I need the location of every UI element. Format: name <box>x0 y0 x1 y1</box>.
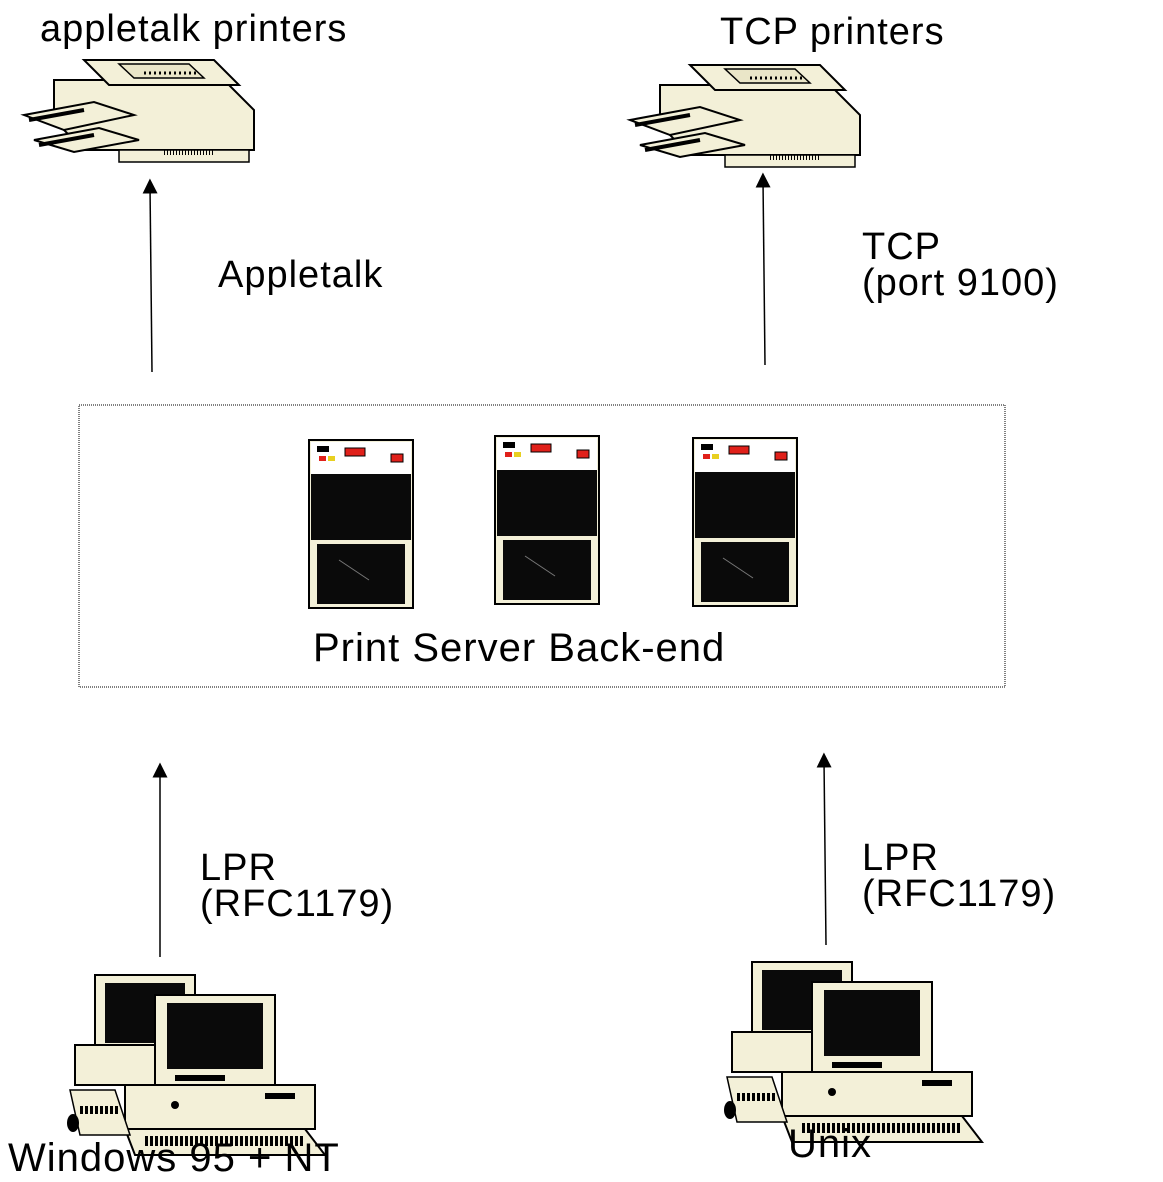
server-tower-icon <box>692 437 798 607</box>
unix-workstation-icon <box>724 962 982 1142</box>
arrow-tcp <box>755 172 771 366</box>
label-tcp-line1: TCP <box>862 226 941 268</box>
appletalk-printer-icon <box>24 60 254 162</box>
label-unix: Unix <box>788 1122 873 1166</box>
server-tower-icon <box>494 435 600 605</box>
arrow-lpr-unix <box>816 752 832 946</box>
label-appletalk-protocol: Appletalk <box>218 254 384 296</box>
tcp-printer-icon <box>630 65 860 167</box>
windows-workstation-icon <box>67 975 325 1155</box>
label-print-server: Print Server Back-end <box>313 626 726 670</box>
label-tcp-protocol: TCP (port 9100) <box>862 226 1059 304</box>
label-lpr-windows: LPR (RFC1179) <box>200 847 395 925</box>
server-tower-icon <box>308 439 414 609</box>
label-appletalk-printers: appletalk printers <box>40 8 348 50</box>
label-tcp-line2: (port 9100) <box>862 262 1059 304</box>
label-lpr-unix-line1: LPR <box>862 837 939 879</box>
label-lpr-windows-line1: LPR <box>200 847 277 889</box>
label-lpr-unix-line2: (RFC1179) <box>862 873 1057 915</box>
label-windows: Windows 95 + NT <box>8 1136 340 1180</box>
label-lpr-windows-line2: (RFC1179) <box>200 883 395 925</box>
label-lpr-unix: LPR (RFC1179) <box>862 837 1057 915</box>
label-tcp-printers: TCP printers <box>720 11 945 53</box>
arrow-appletalk <box>142 178 158 373</box>
